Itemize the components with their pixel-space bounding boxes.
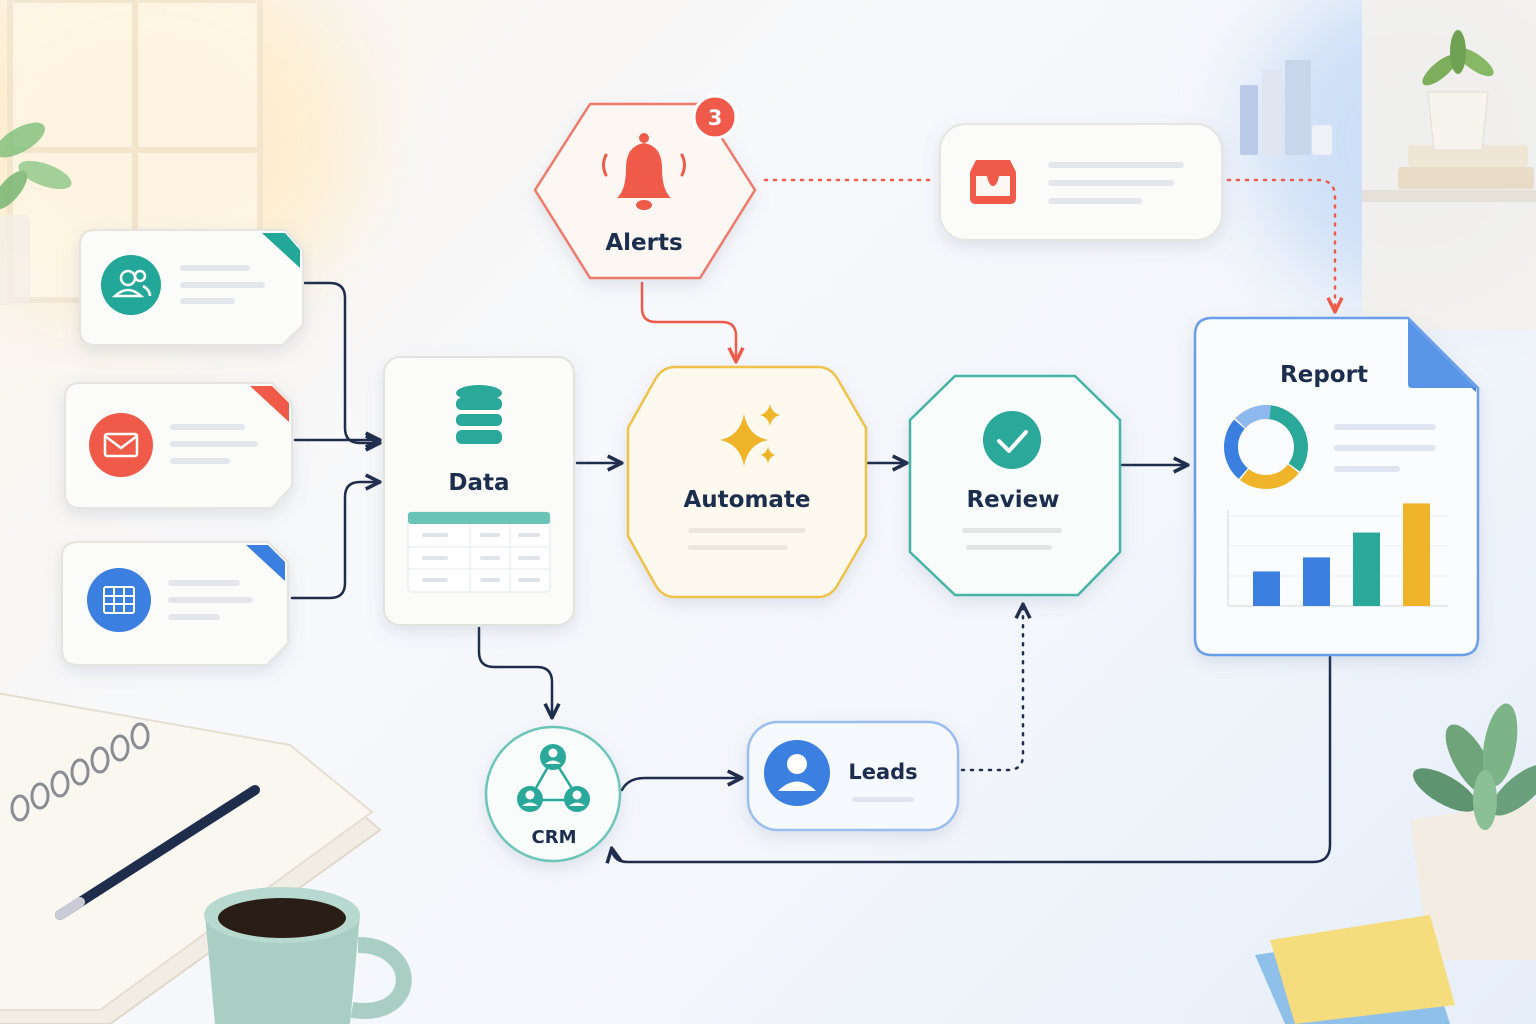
source-card-mail[interactable] <box>64 382 293 509</box>
donut-slice-3 <box>1224 419 1249 479</box>
source-card-grid[interactable] <box>61 541 289 666</box>
inbox-card[interactable] <box>939 123 1223 241</box>
sparkle-icon <box>720 404 780 466</box>
coffee-mug-decor <box>204 887 412 1024</box>
report-bar-1 <box>1253 571 1280 606</box>
connectors <box>290 178 1335 862</box>
report-page-fold <box>1408 320 1476 388</box>
inbox-icon <box>970 160 1016 204</box>
succulent-decor <box>1410 703 1536 960</box>
crm-label: CRM <box>532 827 577 848</box>
report-bar-3 <box>1353 532 1380 606</box>
users-icon <box>111 269 152 298</box>
alerts-node[interactable]: Alerts <box>533 102 757 280</box>
source-card-users[interactable] <box>79 229 304 346</box>
donut-slice-1 <box>1265 405 1308 472</box>
database-icon <box>456 385 502 444</box>
bell-icon <box>602 133 686 210</box>
edge-report-to-crm <box>612 655 1332 862</box>
check-icon <box>997 430 1028 453</box>
edge-grid-to-data <box>290 482 378 600</box>
edge-alerts-to-automate <box>640 281 736 360</box>
crm-node[interactable]: CRM <box>484 725 622 863</box>
edge-data-to-crm <box>477 626 552 716</box>
leads-node[interactable]: Leads <box>746 720 960 832</box>
donut-slice-2 <box>1239 464 1299 489</box>
plant-left <box>0 122 72 305</box>
alerts-label: Alerts <box>605 230 682 256</box>
alerts-badge-count: 3 <box>708 106 723 130</box>
mail-icon <box>103 432 139 458</box>
review-label: Review <box>966 487 1059 513</box>
grid-icon <box>103 586 135 614</box>
report-label: Report <box>1280 362 1368 388</box>
notebook-decor <box>0 692 382 1024</box>
automate-label: Automate <box>683 487 810 513</box>
edge-users-to-data <box>303 281 378 443</box>
edge-crm-to-leads <box>620 778 740 792</box>
review-node[interactable]: Review <box>908 374 1122 597</box>
data-table-icon <box>407 511 551 593</box>
alerts-count-badge: 3 <box>692 94 738 140</box>
shelf-decor <box>1240 0 1536 330</box>
network-users-icon <box>517 744 590 812</box>
report-bar-chart <box>1227 503 1448 607</box>
report-bar-2 <box>1303 557 1330 606</box>
donut-slice-4 <box>1235 405 1272 429</box>
edge-leads-to-review <box>960 606 1023 772</box>
report-donut-chart <box>1224 405 1308 489</box>
report-node[interactable]: Report <box>1193 316 1480 657</box>
data-label: Data <box>448 470 509 496</box>
report-bar-4 <box>1403 503 1430 606</box>
data-node[interactable]: Data <box>383 356 575 626</box>
automate-node[interactable]: Automate <box>626 365 868 599</box>
user-icon <box>778 754 816 791</box>
edge-inbox-to-report <box>1226 178 1335 310</box>
sticky-notes-decor <box>1255 915 1455 1024</box>
leads-label: Leads <box>848 760 917 784</box>
